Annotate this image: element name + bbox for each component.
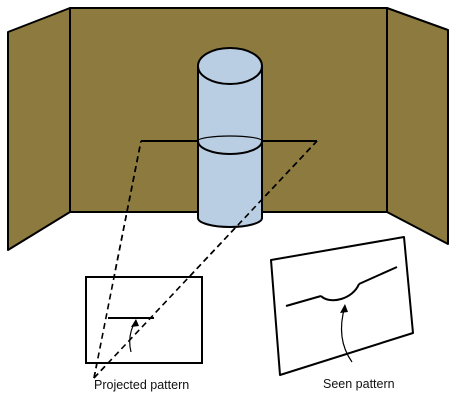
cylinder-body	[197, 65, 263, 228]
cylinder-band-back	[197, 135, 263, 142]
backdrop-wall	[7, 7, 449, 251]
projected-pattern-card	[85, 140, 318, 379]
projection-ray-far-over-card	[93, 140, 142, 379]
right-wall-panel	[386, 7, 449, 245]
cylinder-band	[197, 140, 263, 155]
seen-pattern-card	[270, 236, 414, 376]
cylinder-object	[197, 47, 263, 228]
projected-card-frame	[85, 276, 203, 364]
cylinder-top	[197, 47, 263, 85]
projection-ray-near-over-card	[93, 140, 318, 379]
seen-card-frame	[270, 236, 414, 376]
left-wall-panel	[7, 7, 71, 251]
seen-stripe-right	[358, 266, 398, 285]
projected-pattern-arrowhead	[131, 319, 139, 327]
seen-pattern-arrowhead	[340, 304, 348, 313]
seen-stripe-curve	[320, 283, 360, 302]
projected-pattern-label: Projected pattern	[94, 378, 189, 392]
seen-pattern-label: Seen pattern	[323, 377, 395, 391]
seen-stripe-left	[285, 295, 322, 307]
